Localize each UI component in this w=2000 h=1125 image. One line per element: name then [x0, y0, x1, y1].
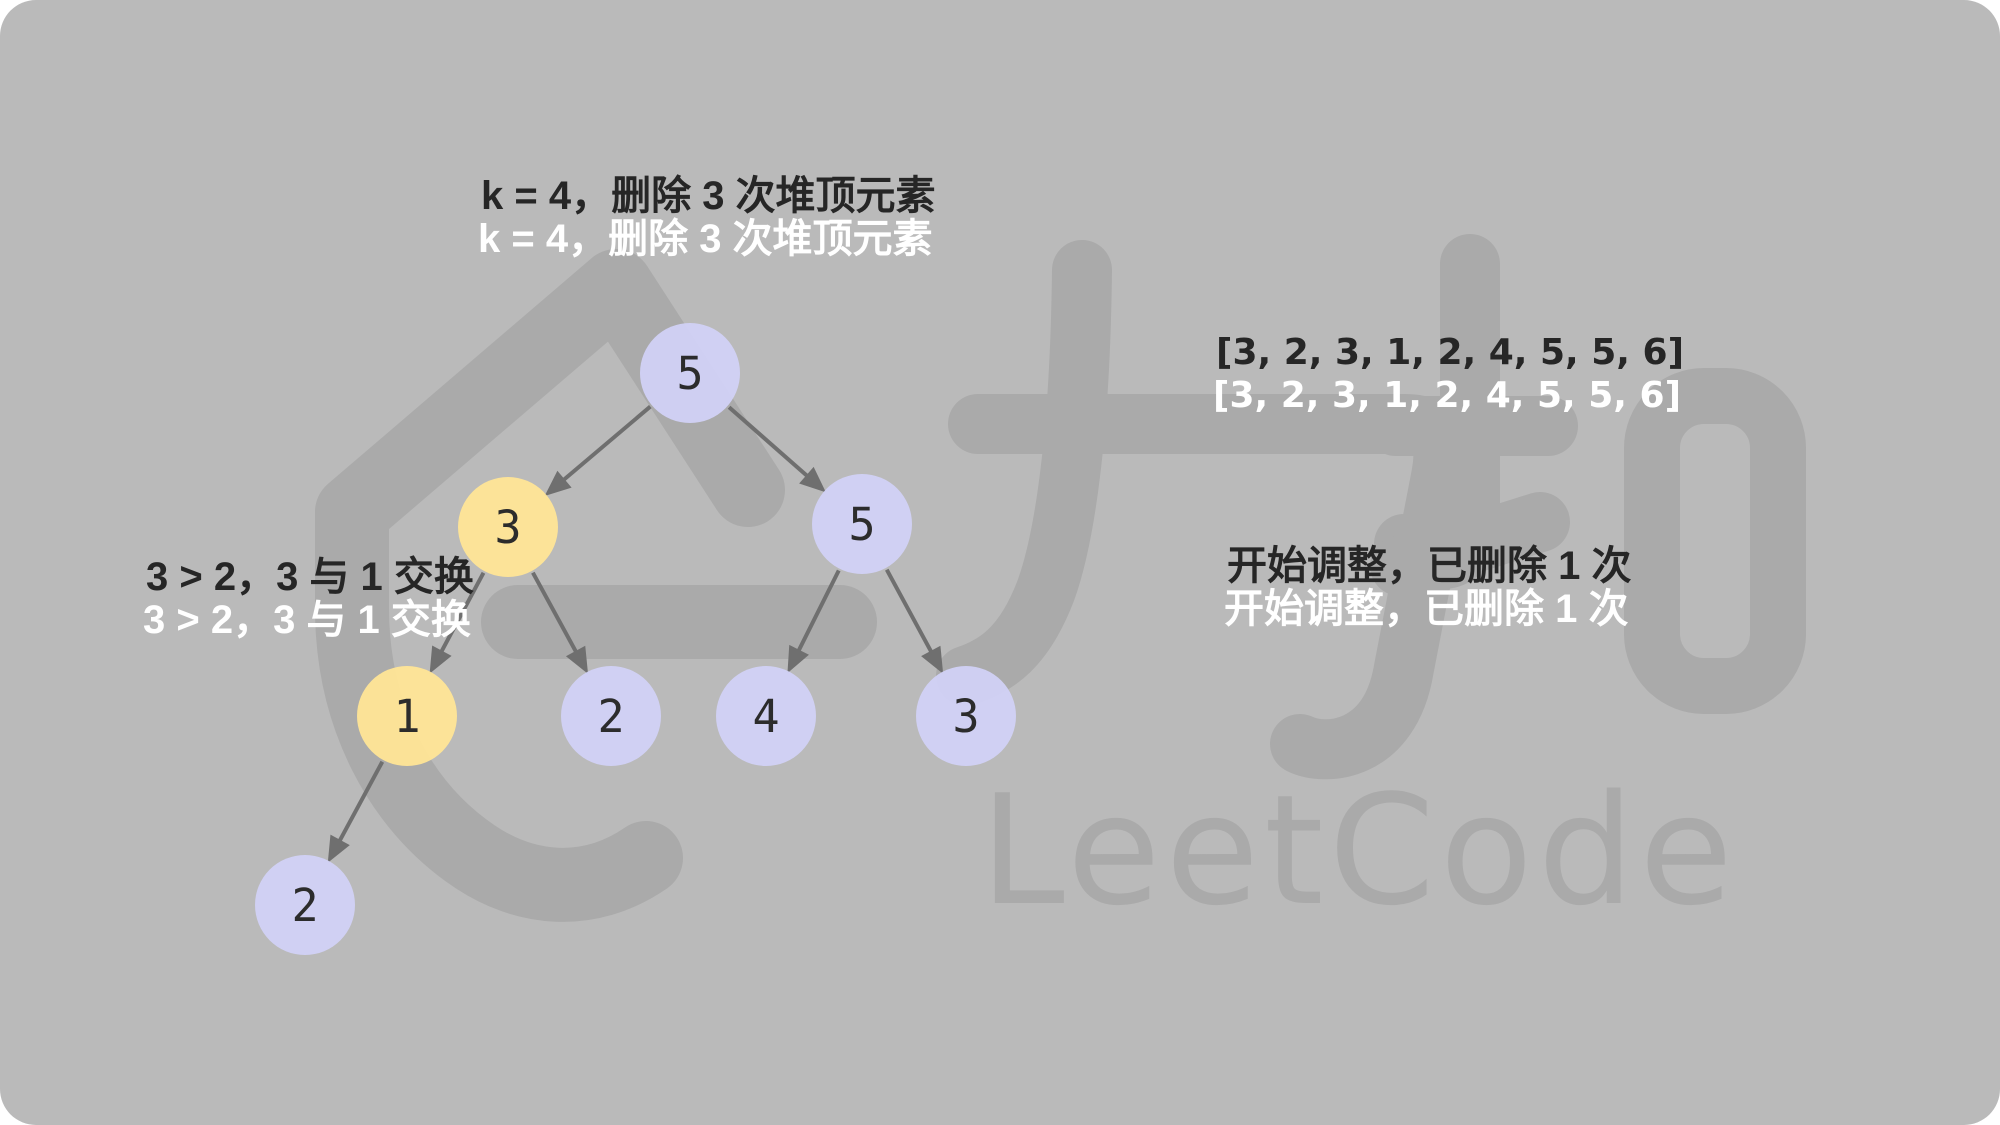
tree-node-default-4: 4: [716, 666, 816, 766]
arrowhead-icon: [921, 645, 944, 674]
adjust-note-light-text: 开始调整，已删除 1 次: [1224, 587, 1629, 631]
tree-edge: [885, 568, 935, 656]
array-note-light-text: [3, 2, 3, 1, 2, 4, 5, 5, 6]: [1213, 375, 1682, 416]
array-note-dark-text: [3, 2, 3, 1, 2, 4, 5, 5, 6]: [1216, 332, 1685, 373]
tree-node-highlight-1: 1: [357, 666, 457, 766]
swap-note-light-text: 3 > 2，3 与 1 交换: [143, 598, 471, 642]
arrowhead-icon: [787, 644, 809, 674]
node-value-label: 1: [393, 689, 421, 743]
node-value-label: 5: [676, 346, 704, 400]
adjust-note-dark-text: 开始调整，已删除 1 次: [1227, 544, 1632, 588]
tree-edge: [531, 571, 580, 656]
tree-node-default-2: 2: [561, 666, 661, 766]
tree-node-highlight-3: 3: [458, 477, 558, 577]
tree-edge: [795, 569, 841, 655]
tree-edge: [727, 405, 811, 480]
swap-note-dark-text: 3 > 2，3 与 1 交换: [146, 555, 474, 599]
array-note: [3, 2, 3, 1, 2, 4, 5, 5, 6][3, 2, 3, 1, …: [1213, 331, 1685, 417]
arrowhead-icon: [327, 834, 350, 863]
adjust-note: 开始调整，已删除 1 次开始调整，已删除 1 次: [1224, 544, 1632, 631]
k-note-light-text: k = 4，删除 3 次堆顶元素: [478, 217, 933, 261]
tree-edge: [336, 760, 385, 845]
arrowhead-icon: [544, 470, 572, 496]
tree-node-default-5: 5: [640, 323, 740, 423]
node-value-label: 5: [848, 497, 876, 551]
tree-node-default-5: 5: [812, 474, 912, 574]
node-value-label: 3: [494, 500, 522, 554]
leetcode-wordmark: LeetCode: [980, 762, 1738, 939]
tree-edge: [560, 405, 652, 484]
node-value-label: 4: [752, 689, 780, 743]
tree-node-default-2: 2: [255, 855, 355, 955]
arrowhead-icon: [799, 466, 826, 493]
node-value-label: 2: [291, 878, 319, 932]
arrowhead-icon: [565, 645, 589, 674]
li-sweep-stroke: [936, 240, 1112, 706]
arrowhead-icon: [429, 645, 452, 674]
node-value-label: 2: [597, 689, 625, 743]
kou-mouth-box: [1624, 368, 1806, 714]
k-note-dark-text: k = 4，删除 3 次堆顶元素: [481, 174, 936, 218]
tree-node-default-3: 3: [916, 666, 1016, 766]
node-value-label: 3: [952, 689, 980, 743]
